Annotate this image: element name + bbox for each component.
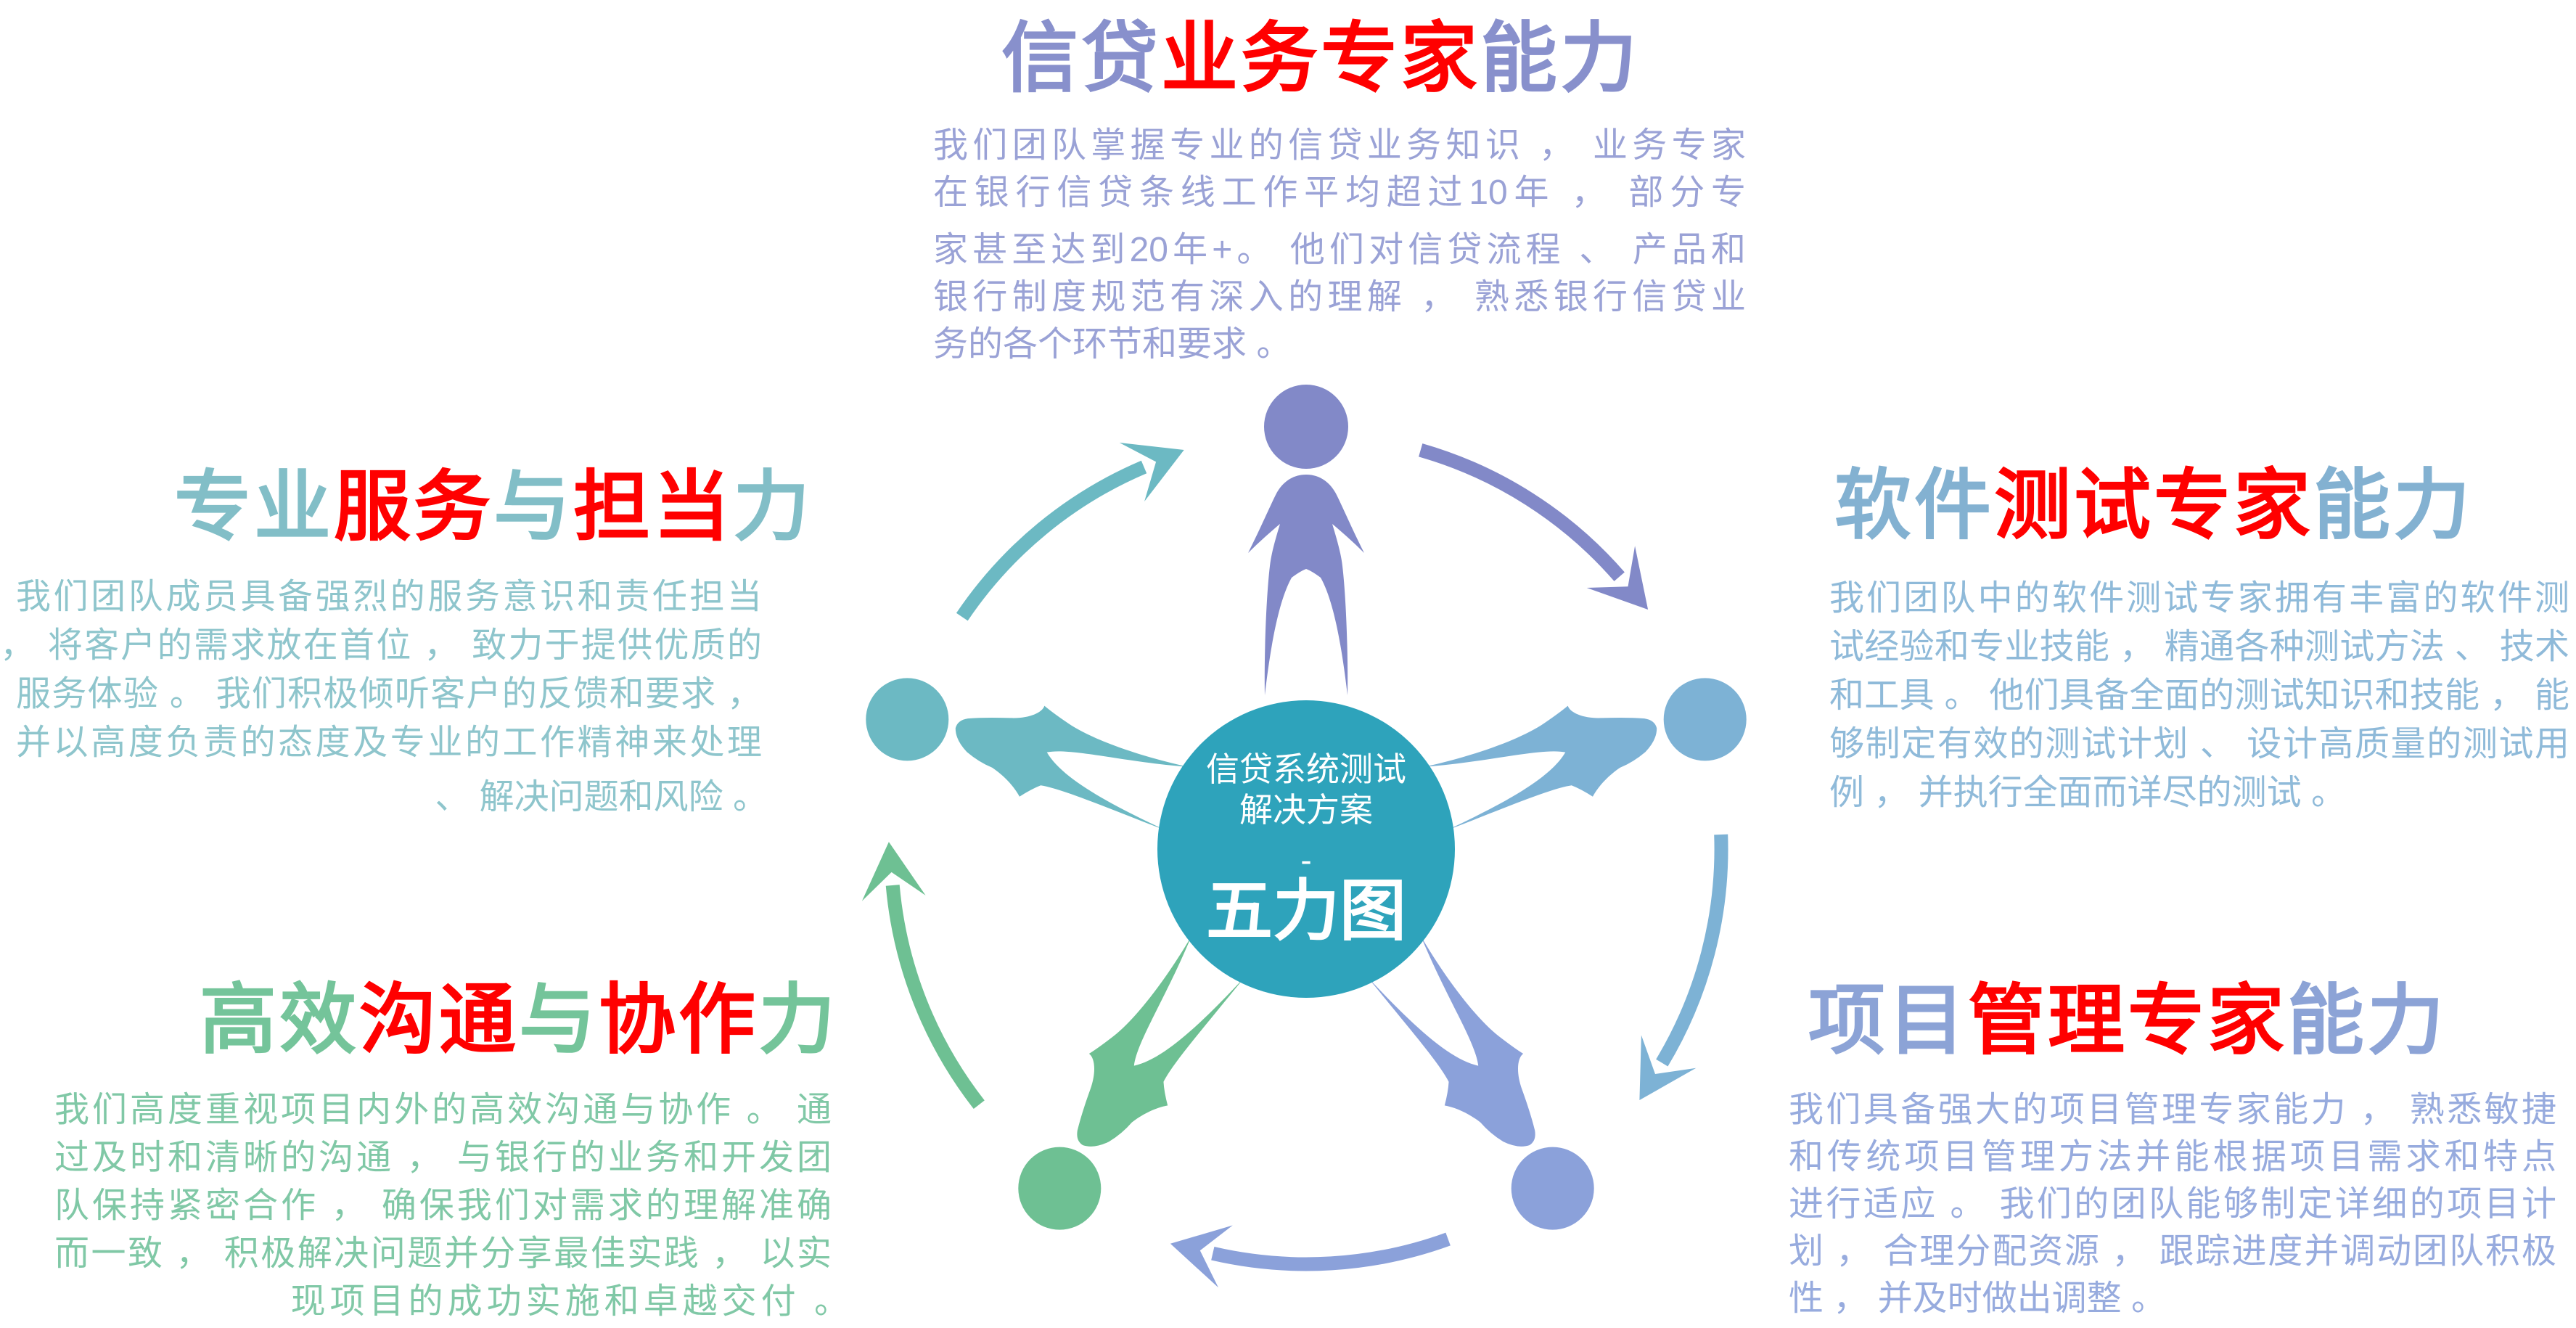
paragraph-line: 现项目的成功实施和卓越交付 。 xyxy=(290,1282,853,1321)
paragraph-line: 队保持紧密合作 ， 确保我们对需求的理解准确 xyxy=(54,1186,832,1225)
paragraph-line: 够制定有效的测试计划 、 设计高质量的测试用 xyxy=(1829,725,2569,763)
arrowhead-bottom xyxy=(1170,1225,1233,1288)
title-segment: 与 xyxy=(519,977,599,1063)
title-segment: 能力 xyxy=(2287,978,2447,1064)
paragraph-line: 、 解决问题和风险 。 xyxy=(435,778,768,816)
paragraph-line: 家甚至达到20年+。 他们对信贷流程 、 产品和 xyxy=(933,231,1746,269)
paragraph-line: 性 ， 并及时做出调整 。 xyxy=(1789,1279,2167,1318)
cycle-arrowheads xyxy=(861,443,1697,1288)
section-paragraph: 我们团队掌握专业的信贷业务知识 ， 业务专家在银行信贷条线工作平均超过10年 ，… xyxy=(933,122,1746,368)
paragraph-line: 在银行信贷条线工作平均超过10年 ， 部分专 xyxy=(933,173,1746,212)
center-label: 信贷系统测试 解决方案 - 五力图 xyxy=(1157,749,1455,948)
center-line-1: 信贷系统测试 xyxy=(1206,750,1406,788)
title-segment: 力 xyxy=(758,977,838,1063)
paragraph-line: 务的各个环节和要求 。 xyxy=(933,325,1292,364)
title-segment: 高效 xyxy=(200,977,359,1063)
title-segment: 项目 xyxy=(1808,978,1968,1064)
arc-bottom xyxy=(1211,1232,1451,1271)
title-segment: 软件 xyxy=(1834,463,1994,549)
paragraph-line: 过及时和清晰的沟通 ， 与银行的业务和开发团 xyxy=(54,1139,832,1177)
arc-right xyxy=(1656,834,1728,1067)
paragraph-line: 我们团队中的软件测试专家拥有丰富的软件测 xyxy=(1829,579,2569,618)
section-paragraph: 我们具备强大的项目管理专家能力 ， 熟悉敏捷和传统项目管理方法并能根据项目需求和… xyxy=(1789,1086,2556,1322)
paragraph-line: 服务体验 。 我们积极倾听客户的反馈和要求 ， xyxy=(16,675,762,713)
arrowhead-right xyxy=(1639,1035,1697,1100)
section-paragraph: 我们团队中的软件测试专家拥有丰富的软件测试经验和专业技能 ， 精通各种测试方法 … xyxy=(1829,574,2569,817)
head-left xyxy=(866,678,949,761)
person-top-head xyxy=(1264,385,1348,469)
head-bottom-right xyxy=(1511,1147,1594,1230)
arrowhead-top-right xyxy=(1586,546,1649,610)
paragraph-line: 而一致 ， 积极解决问题并分享最佳实践 ， 以实 xyxy=(54,1234,832,1273)
arc-top-left xyxy=(956,460,1147,621)
title-segment: 管理专家 xyxy=(1968,978,2287,1064)
title-segment: 测试专家 xyxy=(1994,463,2313,549)
center-circle xyxy=(1157,700,1455,998)
head-right xyxy=(1663,678,1747,761)
title-segment: 沟通 xyxy=(359,977,519,1063)
title-segment: 能力 xyxy=(1480,16,1640,102)
title-segment: 与 xyxy=(493,464,573,550)
center-dash: - xyxy=(1300,841,1312,879)
center-title: 五力图 xyxy=(1205,874,1406,948)
person-top xyxy=(1248,385,1364,695)
arrowhead-top-left xyxy=(1119,443,1184,501)
section-title: 软件测试专家能力 xyxy=(1682,461,2576,552)
section-paragraph: 我们团队成员具备强烈的服务意识和责任担当 ， 将客户的需求放在首位 ， 致力于提供… xyxy=(0,573,768,821)
swoosh-right xyxy=(1420,681,1671,843)
title-segment: 力 xyxy=(733,464,813,550)
section-title: 信贷业务专家能力 xyxy=(849,14,1792,104)
paragraph-line: 银行制度规范有深入的理解 ， 熟悉银行信贷业 xyxy=(933,278,1746,316)
title-segment: 专业 xyxy=(174,464,334,550)
title-segment: 信贷 xyxy=(1001,16,1161,102)
arc-top-right xyxy=(1419,443,1625,581)
paragraph-line: 我们团队成员具备强烈的服务意识和责任担当 xyxy=(16,578,762,616)
arc-left xyxy=(885,885,985,1110)
swoosh-left xyxy=(941,681,1192,843)
paragraph-line: 我们团队掌握专业的信贷业务知识 ， 业务专家 xyxy=(933,126,1746,165)
arrowhead-left xyxy=(861,842,926,901)
paragraph-line: 我们具备强大的项目管理专家能力 ， 熟悉敏捷 xyxy=(1789,1091,2556,1129)
head-bottom-left xyxy=(1018,1147,1102,1230)
section-title: 专业服务与担当力 xyxy=(22,462,965,553)
section-title: 高效沟通与协作力 xyxy=(47,975,990,1066)
paragraph-line: 试经验和专业技能 ， 精通各种测试方法 、 技术 xyxy=(1829,628,2569,666)
cycle-arcs xyxy=(885,443,1728,1271)
center-line-2: 解决方案 xyxy=(1239,791,1373,829)
section-title: 项目管理专家能力 xyxy=(1656,976,2576,1067)
title-segment: 担当 xyxy=(573,464,733,550)
five-forces-diagram xyxy=(861,385,1747,1288)
paragraph-line: ， 将客户的需求放在首位 ， 致力于提供优质的 xyxy=(0,626,762,665)
paragraph-line: 和传统项目管理方法并能根据项目需求和特点 xyxy=(1789,1138,2556,1176)
title-segment: 服务 xyxy=(334,464,493,550)
paragraph-line: 划 ， 合理分配资源 ， 跟踪进度并调动团队积极 xyxy=(1789,1232,2556,1271)
paragraph-line: 和工具 。 他们具备全面的测试知识和技能 ， 能 xyxy=(1829,676,2569,715)
title-segment: 业务专家 xyxy=(1161,16,1480,102)
section-paragraph: 我们高度重视项目内外的高效沟通与协作 。 通过及时和清晰的沟通 ， 与银行的业务… xyxy=(54,1086,849,1326)
paragraph-line: 我们高度重视项目内外的高效沟通与协作 。 通 xyxy=(54,1091,832,1129)
paragraph-line: 例 ， 并执行全面而详尽的测试 。 xyxy=(1829,774,2347,812)
title-segment: 协作 xyxy=(599,977,758,1063)
paragraph-line: 并以高度负责的态度及专业的工作精神来处理 xyxy=(16,724,762,762)
person-top-body xyxy=(1248,475,1364,695)
title-segment: 能力 xyxy=(2313,463,2473,549)
paragraph-line: 进行适应 。 我们的团队能够制定详细的项目计 xyxy=(1789,1185,2556,1224)
